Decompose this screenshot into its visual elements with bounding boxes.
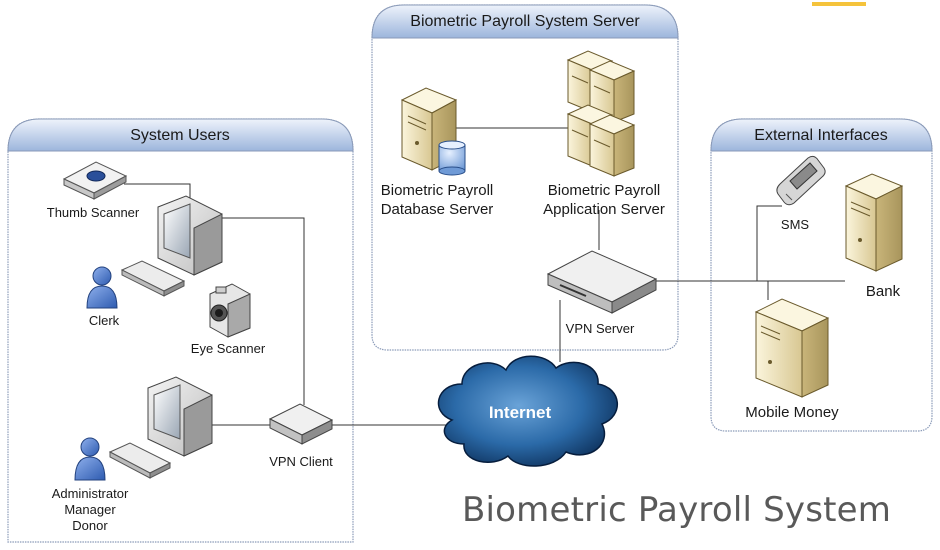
- mobile-money-server-icon: [754, 298, 830, 398]
- clerk-computer-icon: [157, 195, 223, 276]
- admin-label-line3: Donor: [72, 518, 108, 533]
- bank-server-icon: [844, 173, 904, 272]
- clerk-keyboard-icon: [120, 260, 186, 297]
- app-server-label-line2: Application Server: [543, 201, 665, 218]
- internet-label: Internet: [489, 403, 552, 422]
- sms-label: SMS: [781, 217, 810, 232]
- admin-label-line2: Manager: [64, 502, 116, 517]
- db-server-label-line1: Biometric Payroll: [381, 182, 494, 199]
- connection-lines: [124, 127, 845, 426]
- vpn-client-icon: [268, 403, 334, 445]
- accent-bar: [812, 2, 866, 6]
- internet-cloud-icon: [437, 355, 619, 467]
- sms-phone-icon: [776, 155, 826, 206]
- system-users-panel: System Users: [7, 118, 354, 543]
- line-computer-to-vpn-client: [222, 217, 305, 405]
- database-cylinder-icon: [438, 140, 466, 176]
- external-panel-title: External Interfaces: [754, 127, 887, 144]
- eye-scanner-label: Eye Scanner: [191, 341, 266, 356]
- clerk-label: Clerk: [89, 313, 120, 328]
- eye-scanner-icon: [209, 283, 251, 338]
- vpn-server-label: VPN Server: [566, 321, 635, 336]
- admin-keyboard-icon: [108, 442, 172, 479]
- server-panel-title: Biometric Payroll System Server: [410, 13, 640, 30]
- db-server-label-line2: Database Server: [381, 201, 494, 218]
- application-server-icon: [566, 50, 636, 177]
- mobile-money-label: Mobile Money: [745, 404, 839, 421]
- admin-person-icon: [74, 437, 106, 481]
- diagram-title: Biometric Payroll System: [462, 490, 892, 530]
- vpn-server-icon: [546, 250, 658, 314]
- admin-computer-icon: [147, 376, 213, 457]
- bank-label: Bank: [866, 283, 901, 300]
- clerk-person-icon: [86, 266, 118, 309]
- vpn-client-label: VPN Client: [269, 454, 333, 469]
- thumb-scanner-label: Thumb Scanner: [47, 205, 140, 220]
- system-users-title: System Users: [130, 127, 230, 144]
- line-thumb-to-computer: [124, 183, 191, 200]
- app-server-label-line1: Biometric Payroll: [548, 182, 661, 199]
- line-sms-to-mobile-money: [756, 205, 782, 281]
- thumb-scanner-icon: [62, 161, 128, 200]
- admin-label-line1: Administrator: [52, 486, 129, 501]
